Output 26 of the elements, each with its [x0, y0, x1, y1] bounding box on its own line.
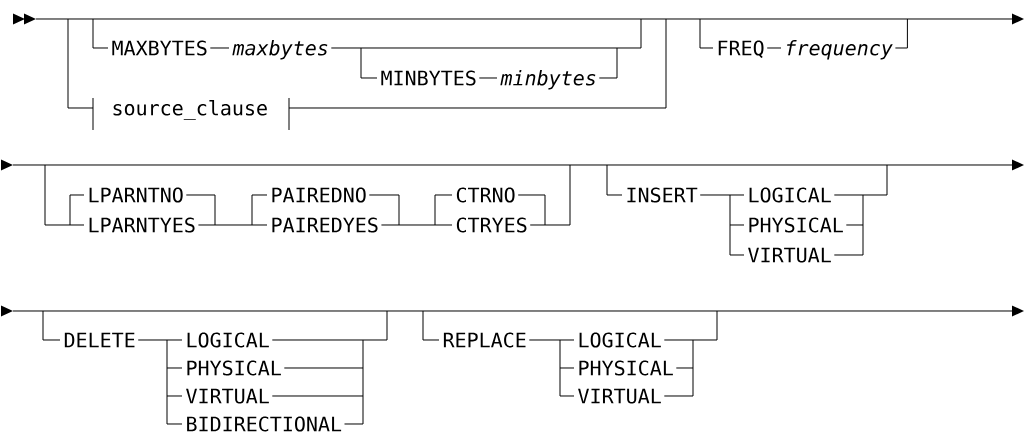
- keyword: MINBYTES: [381, 70, 476, 86]
- keyword: REPLACE: [443, 332, 526, 348]
- keyword: BIDIRECTIONAL: [187, 416, 342, 432]
- keyword: VIRTUAL: [578, 388, 661, 404]
- keyword: VIRTUAL: [748, 247, 831, 263]
- keyword: LOGICAL: [579, 332, 661, 348]
- keyword: FREQ: [718, 40, 764, 58]
- keyword: INSERT: [627, 187, 698, 203]
- keyword: LPARNTNO: [89, 187, 183, 203]
- keyword: VIRTUAL: [186, 388, 269, 404]
- keyword: CTRYES: [456, 217, 527, 233]
- variable: minbytes: [500, 70, 596, 90]
- fragment-reference: source_clause: [113, 100, 267, 120]
- variable: frequency: [787, 40, 893, 60]
- keyword: PHYSICAL: [579, 360, 673, 376]
- keyword: PHYSICAL: [187, 360, 281, 376]
- keyword: MAXBYTES: [112, 40, 207, 56]
- keyword: DELETE: [64, 332, 135, 348]
- keyword: LOGICAL: [187, 332, 269, 348]
- keyword: PAIREDNO: [272, 187, 366, 203]
- keyword: LOGICAL: [749, 187, 831, 203]
- keyword: PHYSICAL: [749, 217, 843, 233]
- variable: maxbytes: [232, 40, 328, 60]
- keyword: PAIREDYES: [272, 217, 378, 233]
- keyword: LPARNTYES: [89, 217, 195, 233]
- keyword: CTRNO: [456, 187, 515, 203]
